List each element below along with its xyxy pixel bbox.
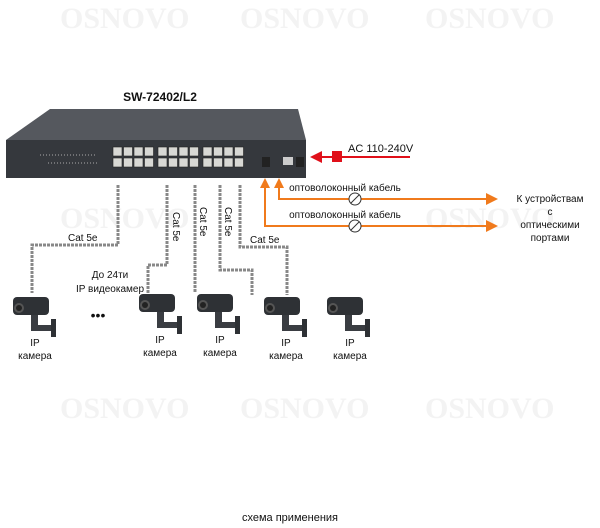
cat5e-cable [30,185,120,293]
rj45-port [133,146,144,157]
fiber-links: оптоволоконный кабель оптоволоконный каб… [260,178,584,244]
cable-label: Cat 5e [222,207,233,237]
power-plug-icon [332,151,342,162]
watermark: OSNOVO [240,2,369,35]
destination-line: К устройствам [517,194,584,205]
camera-label: камера [203,348,237,359]
cat5e-cable [238,185,289,295]
cable-labels: Cat 5e Cat 5e Cat 5e Cat 5e Cat 5e [68,207,280,246]
sfp-port [296,157,304,167]
rj45-port [223,146,234,157]
power-input: AC 110-240V [310,143,414,163]
destination-line: портами [531,233,570,244]
cameras-note: IP видеокамер [76,284,144,295]
camera-label: камера [269,351,303,362]
camera-label: IP [215,335,225,346]
cat5e-cable [146,185,169,293]
cable-label: Cat 5e [170,212,181,242]
cameras-note: До 24ти [92,270,129,281]
rj45-port [202,146,213,157]
utp-cables [30,185,289,295]
camera-label: IP [281,338,291,349]
rj45-port [112,146,123,157]
fiber-link: оптоволоконный кабель [260,178,498,233]
cat5e-cable [218,185,254,295]
ellipsis: ••• [91,307,106,323]
console-port [283,157,293,165]
rj45-port [133,157,144,168]
fiber-link: оптоволоконный кабель [274,178,498,206]
rj45-port [178,157,189,168]
rj45-port [189,146,199,157]
camera-label: IP [155,335,165,346]
rj45-port [123,157,133,168]
ip-camera: IP камера [197,294,240,359]
rj45-port [234,157,244,168]
camera-icon [264,297,307,337]
rj45-port [123,146,133,157]
cameras: IP камера IP камера IP камера IP камера … [13,294,370,362]
destination-label: К устройствам с оптическими портами [517,194,584,244]
camera-label: камера [143,348,177,359]
rj45-port [189,157,199,168]
rj45-port [144,146,154,157]
camera-icon [139,294,182,334]
destination-line: оптическими [520,220,579,231]
watermark: OSNOVO [240,392,369,425]
status-leds [40,154,98,164]
camera-label: камера [333,351,367,362]
camera-label: IP [30,338,40,349]
cable-label: Cat 5e [68,233,98,244]
rj45-port [213,146,223,157]
watermark: OSNOVO [60,2,189,35]
fiber-cable-label: оптоволоконный кабель [289,209,401,221]
camera-label: IP [345,338,355,349]
ip-camera: IP камера [139,294,182,359]
rj45-port [202,157,213,168]
arrow-up-icon [274,178,284,188]
sfp-port [262,157,270,167]
arrow-up-icon [260,178,270,188]
power-label: AC 110-240V [348,143,414,155]
ip-camera: IP камера [264,297,307,362]
arrow-right-icon [486,193,498,205]
switch-model-title: SW-72402/L2 [123,90,197,104]
rj45-port [213,157,223,168]
rj45-port [168,146,178,157]
watermark: OSNOVO [425,2,554,35]
rj45-port [178,146,189,157]
rj45-ports [112,146,244,168]
camera-label: камера [18,351,52,362]
arrow-right-icon [486,220,498,232]
watermark: OSNOVO [425,392,554,425]
rj45-port [234,146,244,157]
camera-icon [13,297,56,337]
rj45-port [223,157,234,168]
rj45-port [157,146,168,157]
caption: схема применения [242,512,338,524]
rj45-port [112,157,123,168]
arrow-left-icon [310,151,322,163]
cable-label: Cat 5e [197,207,208,237]
camera-icon [327,297,370,337]
rj45-port [168,157,178,168]
fiber-cable-label: оптоволоконный кабель [289,182,401,194]
rj45-port [144,157,154,168]
ip-camera: IP камера [327,297,370,362]
camera-icon [197,294,240,334]
cable-label: Cat 5e [250,235,280,246]
destination-line: с [548,207,553,218]
ip-camera: IP камера [13,297,56,362]
switch [6,109,306,178]
watermark: OSNOVO [60,392,189,425]
rj45-port [157,157,168,168]
